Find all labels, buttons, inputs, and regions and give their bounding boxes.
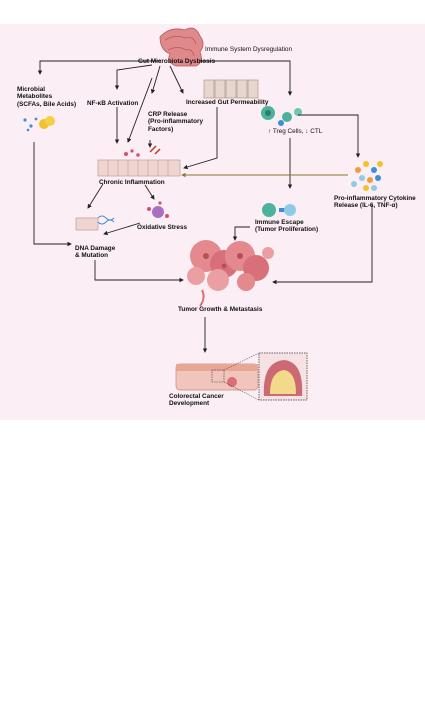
label-nfkb: NF-κB Activation <box>87 100 139 107</box>
metabolite-icon <box>23 116 55 132</box>
label-immune-dysregulation: Immune System Dysregulation <box>205 46 293 53</box>
pathway-diagram <box>23 27 383 401</box>
label-oxidative-stress: Oxidative Stress <box>137 224 188 231</box>
cytokine-cluster-icon <box>351 161 383 191</box>
label-chronic-inflammation: Chronic Inflammation <box>99 179 165 186</box>
pathway-arrows <box>33 60 373 353</box>
label-microbial-metabolites: Microbial Metabolites (SCFAs, Bile Acids… <box>17 86 77 108</box>
immune-cells-icon <box>261 106 302 126</box>
polyp-inset-icon <box>258 352 308 401</box>
tumor-mass-icon <box>187 240 274 307</box>
immune-escape-icon <box>262 203 296 217</box>
gut-intestine-icon <box>159 27 204 67</box>
permeability-cells-icon <box>203 79 259 99</box>
label-dna-damage: DNA Damage & Mutation <box>75 245 116 260</box>
label-treg-ctl: ↑ Treg Cells, ↓ CTL <box>268 128 323 135</box>
label-crp: CRP Release (Pro-inflammatory Factors) <box>148 111 204 133</box>
oxidative-stress-icon <box>147 201 169 218</box>
label-gut-dysbiosis: Gut Microbiota Dysbiosis <box>138 58 216 65</box>
label-immune-escape: Immune Escape (Tumor Proliferation) <box>255 219 319 234</box>
label-cytokine: Pro-inflammatory Cytokine Release (IL-6,… <box>334 195 416 210</box>
dna-damage-icon <box>75 215 115 231</box>
colon-section-icon <box>175 352 260 401</box>
label-tumor-growth: Tumor Growth & Metastasis <box>178 306 263 313</box>
label-colorectal-cancer: Colorectal Cancer Development <box>169 393 224 408</box>
inflamed-tissue-icon <box>97 145 181 177</box>
label-gut-permeability: Increased Gut Permeability <box>186 99 269 106</box>
